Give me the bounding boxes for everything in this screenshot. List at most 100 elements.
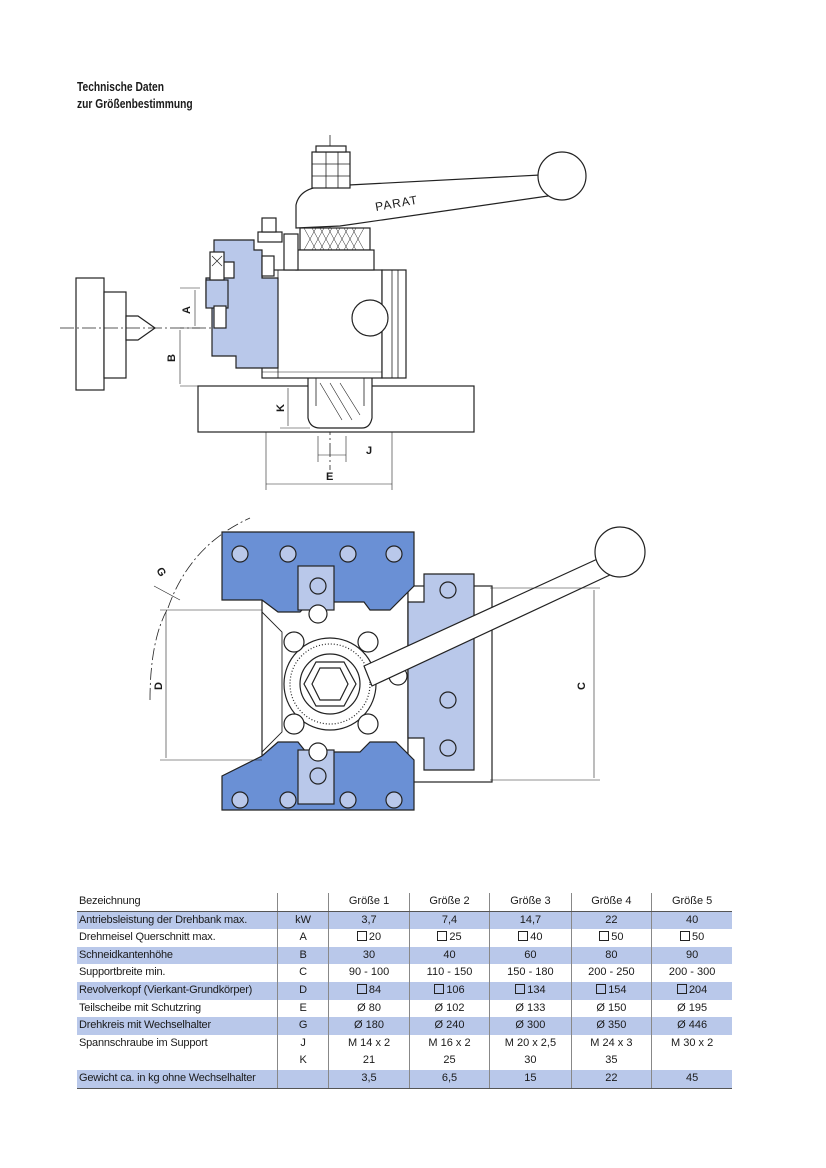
row-value: 40 (651, 911, 732, 930)
square-symbol-icon (599, 931, 610, 942)
row-value-text: 3,7 (361, 913, 377, 926)
row-value-text: 80 (605, 948, 618, 961)
row-value-text: 154 (608, 983, 627, 996)
row-value-text: M 16 x 2 (428, 1036, 471, 1049)
row-value-text: 40 (530, 931, 543, 944)
row-value: Ø 240 (408, 1017, 490, 1035)
row-value: Ø 133 (489, 999, 572, 1018)
row-value-text: 14,7 (519, 913, 542, 926)
row-value: Ø 80 (328, 999, 410, 1018)
row-value: Ø 102 (408, 999, 490, 1018)
row-value-text: 106 (446, 983, 465, 996)
square-symbol-icon (437, 931, 448, 942)
row-value-text: Ø 350 (596, 1019, 627, 1032)
header-sym (276, 893, 329, 912)
row-value-text: M 30 x 2 (671, 1036, 714, 1049)
row-value: 35 (570, 1052, 652, 1070)
row-value-text: M 20 x 2,5 (504, 1036, 557, 1049)
row-symbol: A (276, 929, 329, 947)
row-value-text: 3,5 (361, 1071, 377, 1084)
row-value: Ø 300 (489, 1017, 572, 1035)
header-size-3: Größe 3 (489, 893, 572, 912)
square-symbol-icon (679, 931, 690, 942)
row-value: 106 (408, 981, 490, 1000)
row-value: 3,7 (328, 911, 410, 930)
row-value-text: 150 - 180 (507, 966, 554, 979)
square-symbol-icon (356, 931, 367, 942)
row-value: Ø 195 (651, 999, 732, 1018)
square-symbol-icon (596, 983, 607, 994)
row-value: 6,5 (408, 1069, 490, 1089)
header-size-4: Größe 4 (570, 893, 652, 912)
row-value-text: Ø 150 (596, 1001, 627, 1014)
row-value: 21 (328, 1052, 410, 1070)
row-value-text: 84 (368, 983, 382, 996)
row-value-text: 21 (362, 1054, 376, 1067)
row-value-text: 22 (605, 913, 618, 926)
row-value: 15 (489, 1069, 572, 1089)
row-value-text: 110 - 150 (426, 966, 473, 979)
row-value: 25 (408, 1052, 490, 1070)
row-value-text: Ø 133 (515, 1001, 546, 1014)
row-label: Drehkreis mit Wechselhalter (77, 1017, 278, 1035)
row-value-text: 90 - 100 (348, 966, 390, 979)
row-value: M 14 x 2 (328, 1034, 410, 1053)
row-value-text: M 14 x 2 (347, 1036, 391, 1049)
table-row: Revolverkopf (Vierkant-Grundkörper)D 84 10… (77, 981, 732, 1000)
row-symbol: C (276, 964, 329, 982)
row-symbol: D (276, 981, 329, 1000)
row-label (77, 1052, 277, 1070)
row-value-text: 25 (449, 931, 462, 944)
row-value: 90 - 100 (328, 964, 410, 982)
square-symbol-icon (676, 983, 687, 994)
dim-label-b: B (166, 354, 178, 362)
row-value: 50 (651, 929, 732, 947)
dim-label-c: C (576, 682, 588, 690)
row-label: Drehmeisel Querschnitt max. (79, 931, 216, 944)
page-heading: Technische Daten zur Größenbestimmung (77, 79, 193, 113)
row-value: 200 - 250 (570, 964, 652, 982)
row-value-text: 60 (524, 948, 537, 961)
row-value: 40 (489, 929, 572, 947)
row-label: Antriebsleistung der Drehbank max. (77, 911, 278, 930)
row-value-text: Ø 446 (677, 1019, 708, 1032)
row-value-text: 204 (688, 983, 708, 996)
row-value: 60 (489, 946, 572, 965)
row-label: Revolverkopf (Vierkant-Grundkörper) (77, 981, 278, 1000)
heading-line-2: zur Größenbestimmung (77, 97, 193, 111)
row-symbol: K (276, 1052, 329, 1070)
row-value: 14,7 (489, 911, 572, 930)
row-value (651, 1052, 732, 1070)
row-value: Ø 350 (570, 1017, 652, 1035)
row-value: Ø 180 (328, 1017, 410, 1035)
row-value: 200 - 300 (651, 964, 732, 982)
row-value-text: 50 (691, 931, 705, 944)
row-value: 84 (328, 981, 410, 1000)
row-value: 110 - 150 (408, 964, 490, 982)
row-symbol (276, 1069, 329, 1089)
row-value-text: 90 (685, 948, 699, 961)
row-value: M 16 x 2 (408, 1034, 490, 1053)
row-value-text: 40 (685, 913, 699, 926)
heading-line-1: Technische Daten (77, 80, 164, 94)
row-value-text: Ø 195 (677, 1001, 708, 1014)
row-value: 204 (651, 981, 732, 1000)
dim-label-k: K (275, 404, 287, 412)
row-value-text: 15 (524, 1071, 537, 1084)
row-value-text: Ø 80 (357, 1001, 381, 1014)
row-value-text: Ø 102 (434, 1001, 465, 1014)
row-value-text: Ø 240 (434, 1019, 465, 1032)
square-symbol-icon (518, 931, 529, 942)
row-label: Gewicht ca. in kg ohne Wechselhalter (77, 1069, 278, 1089)
dim-label-e: E (326, 471, 333, 483)
row-value-text: Ø 180 (354, 1019, 385, 1032)
row-value: 40 (408, 946, 490, 965)
row-symbol: J (276, 1034, 329, 1053)
row-value: 30 (328, 946, 410, 965)
